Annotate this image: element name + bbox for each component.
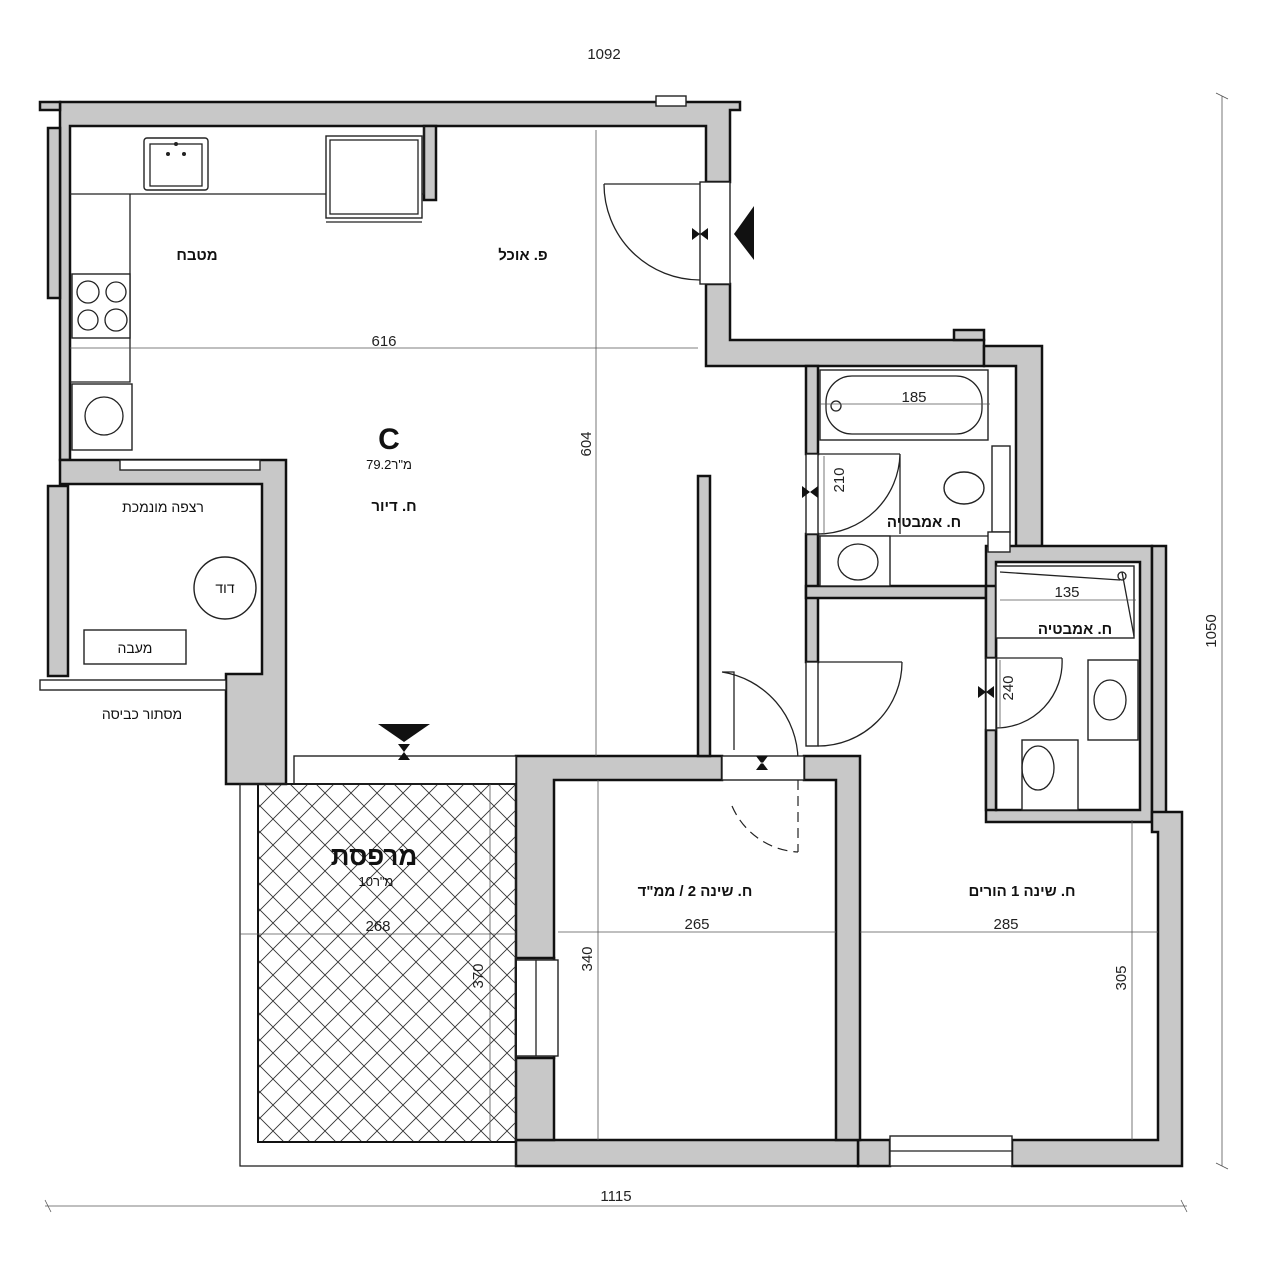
fridge-icon — [325, 135, 423, 219]
dim-master-width: 285 — [993, 916, 1018, 933]
label-duct: מעבה — [118, 640, 153, 656]
dim-living-width: 616 — [371, 333, 396, 350]
toilet-icon — [943, 471, 985, 505]
sink-icon — [143, 137, 209, 191]
interior-doors — [378, 453, 1063, 853]
label-laundry-screen: מסתור כביסה — [102, 706, 182, 722]
label-living: ח. דיור — [371, 498, 416, 515]
apartment-area: 79.2מ"ר — [366, 457, 412, 472]
shower-icon — [995, 565, 1135, 639]
dim-bath2-door: 240 — [1000, 675, 1017, 700]
balcony-outline — [239, 783, 517, 1167]
label-boiler: דוד — [215, 580, 234, 596]
dim-bath1-tub: 185 — [901, 389, 926, 406]
toilet2-icon — [1021, 739, 1079, 811]
entry-door — [603, 181, 754, 285]
label-service-floor: רצפה מונמכת — [122, 499, 204, 515]
apartment-type: C — [378, 423, 400, 456]
kitchen-fixtures — [70, 126, 425, 451]
label-balcony: מרפסת — [331, 841, 418, 871]
room-dimension-lines — [70, 130, 1158, 1142]
dim-bedroom2-width: 265 — [684, 916, 709, 933]
dim-balcony-width: 268 — [365, 918, 390, 935]
vanity-icon — [819, 535, 891, 587]
label-master: ח. שינה 1 הורים — [968, 883, 1075, 900]
dim-bath2-shower: 135 — [1054, 584, 1079, 601]
boiler-icon — [193, 556, 257, 620]
overall-dimensions — [44, 92, 1229, 1213]
label-bath2: ח. אמבטיה — [1038, 621, 1112, 638]
dim-bath1-door: 210 — [831, 467, 848, 492]
bathtub-icon — [819, 369, 989, 441]
label-bedroom2: ח. שינה 2 / ממ"ד — [638, 883, 753, 900]
dim-bedroom2-height: 340 — [579, 946, 596, 971]
windows — [39, 95, 1013, 1167]
dim-overall-top: 1092 — [587, 46, 620, 63]
bath-fixtures — [818, 369, 1139, 811]
label-balcony-area: 10מ"ר — [359, 874, 394, 889]
label-dining: פ. אוכל — [498, 247, 547, 264]
washer-icon — [71, 383, 133, 451]
dim-balcony-height: 370 — [470, 963, 487, 988]
label-kitchen: מטבח — [176, 247, 217, 264]
dim-overall-bottom: 1115 — [600, 1188, 631, 1205]
duct-box — [83, 629, 187, 665]
dim-living-height: 604 — [578, 431, 595, 456]
dim-master-height: 305 — [1113, 965, 1130, 990]
label-bath1: ח. אמבטיה — [887, 514, 961, 531]
balcony-area — [257, 783, 517, 1143]
dim-overall-right: 1050 — [1203, 614, 1220, 647]
basin-icon — [1087, 659, 1139, 741]
